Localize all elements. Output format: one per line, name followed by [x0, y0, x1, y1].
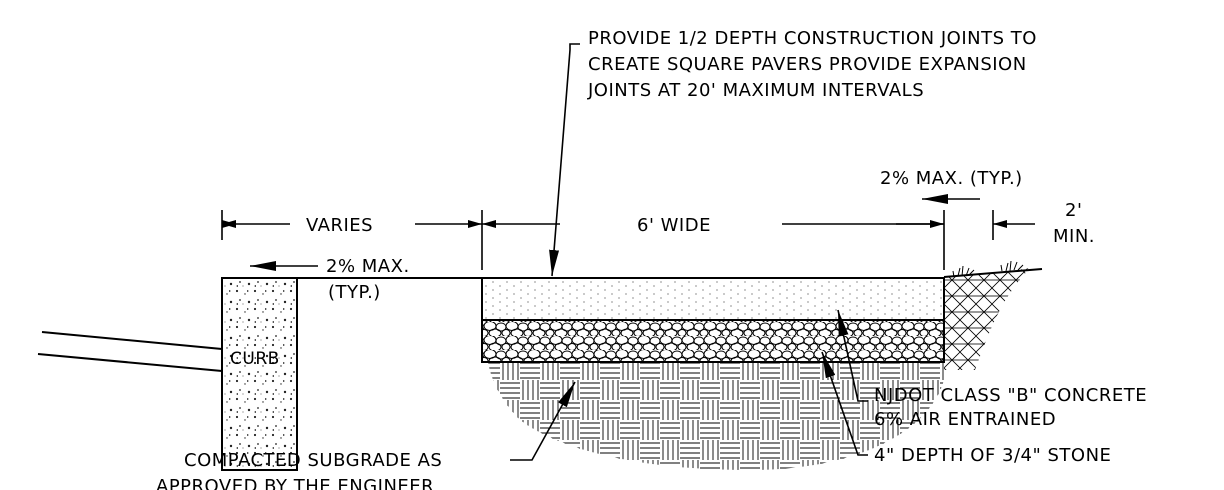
label-min-width-value: 2'	[1065, 200, 1082, 221]
grass-tufts	[952, 260, 1024, 278]
label-stone: 4" DEPTH OF 3/4" STONE	[874, 445, 1111, 466]
concrete-slab	[481, 277, 945, 321]
label-concrete-line1: NJDOT CLASS "B" CONCRETE	[874, 385, 1147, 406]
ground-line	[943, 268, 1043, 278]
label-slope-right: 2% MAX. (TYP.)	[880, 168, 1023, 189]
label-slope-left-line2: (TYP.)	[328, 282, 381, 303]
label-slope-left-line1: 2% MAX.	[326, 256, 410, 277]
dimension-6-wide: 6' WIDE	[637, 215, 711, 236]
note-construction-joints-line1: PROVIDE 1/2 DEPTH CONSTRUCTION JOINTS TO	[588, 28, 1037, 49]
note-construction-joints-line2: CREATE SQUARE PAVERS PROVIDE EXPANSION	[588, 54, 1027, 75]
pavement-edge-lines	[37, 331, 223, 372]
label-concrete-line2: 6% AIR ENTRAINED	[874, 409, 1056, 430]
earth-slope	[944, 268, 1030, 370]
label-subgrade-line2: APPROVED BY THE ENGINEER	[156, 476, 434, 490]
slope-arrows	[250, 194, 980, 271]
dimension-varies: VARIES	[306, 215, 373, 236]
label-curb: CURB	[230, 349, 280, 369]
compacted-subgrade	[488, 362, 944, 470]
stone-base	[481, 319, 945, 363]
leader-lines	[510, 43, 868, 461]
curb	[221, 277, 482, 471]
label-subgrade-line1: COMPACTED SUBGRADE AS	[184, 450, 442, 471]
note-construction-joints-line3: JOINTS AT 20' MAXIMUM INTERVALS	[587, 80, 924, 101]
label-min-width-unit: MIN.	[1053, 226, 1095, 247]
dimension-lines	[221, 210, 1035, 270]
